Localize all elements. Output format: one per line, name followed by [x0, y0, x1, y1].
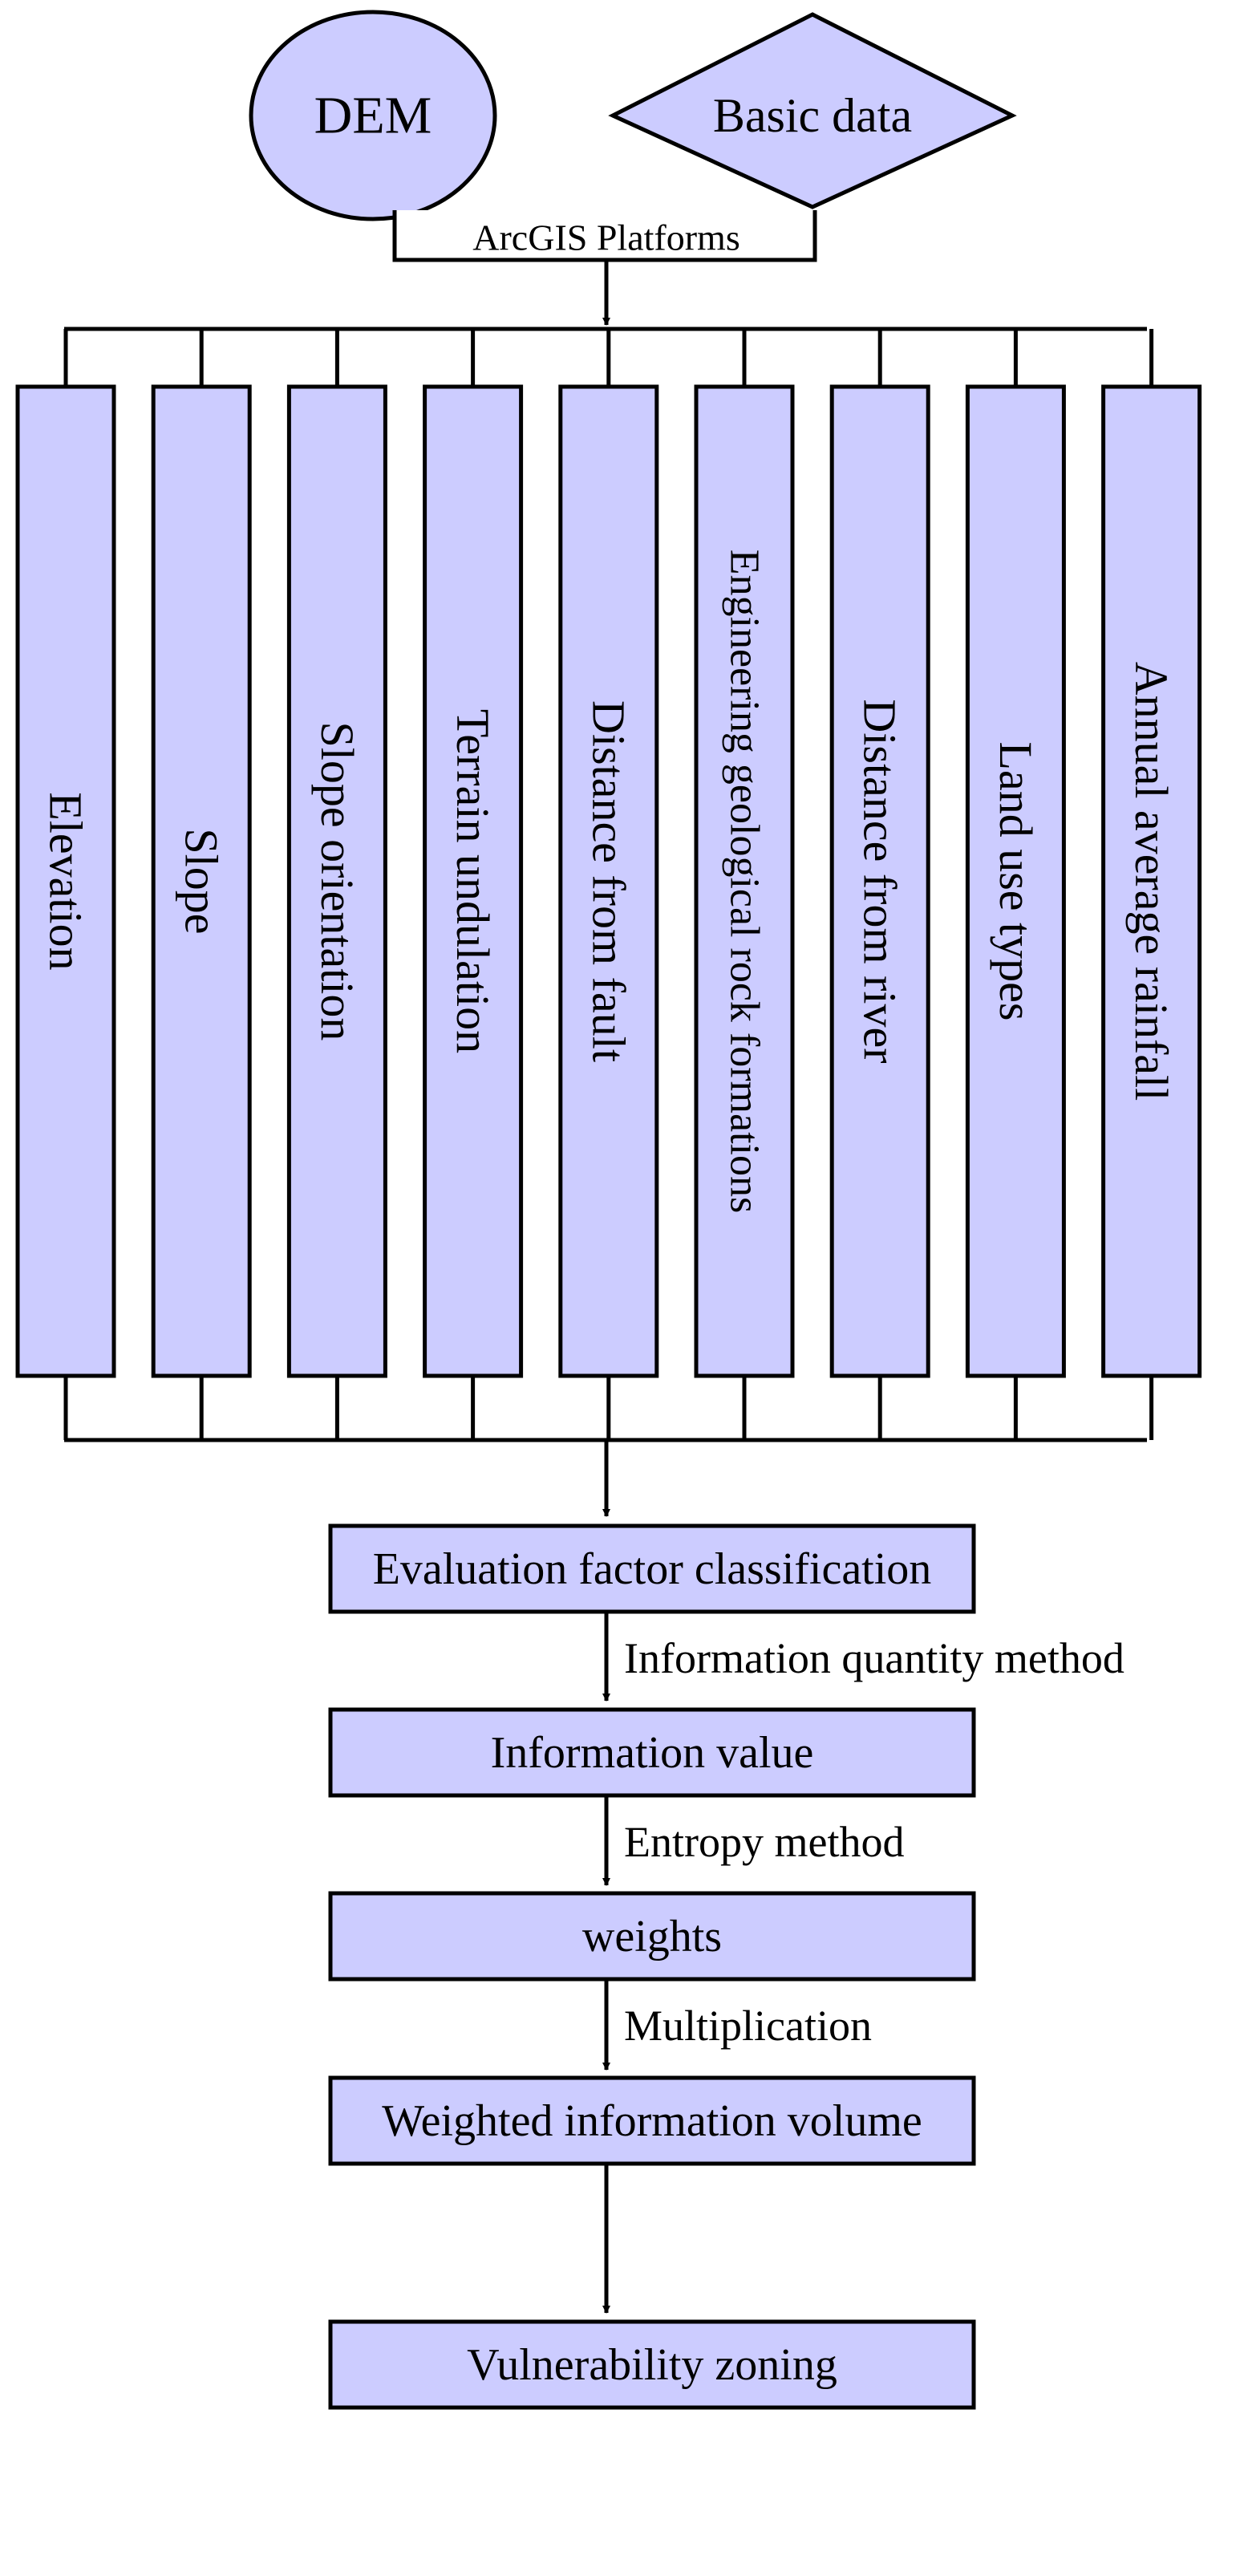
factor-box-engineering-geological-rock-formations — [694, 384, 795, 1378]
dem-node — [249, 10, 497, 221]
factor-label: Land use types — [990, 742, 1042, 1021]
factor-label: Slope — [176, 828, 228, 934]
method-label: Information quantity method — [624, 1634, 1124, 1682]
step-label: weights — [582, 1912, 722, 1961]
factor-box-land-use-types — [965, 384, 1066, 1378]
factor-columns: Elevation Slope Slope orientation Terrain u… — [15, 329, 1202, 1440]
platform-label: ArcGIS Platforms — [472, 217, 740, 258]
step-label: Weighted information volume — [382, 2096, 922, 2146]
basic-data-label: Basic data — [713, 89, 912, 142]
method-label: Multiplication — [624, 2002, 872, 2050]
factor-label: Distance from river — [854, 699, 906, 1063]
step-label: Information value — [491, 1728, 814, 1778]
step-label: Vulnerability zoning — [467, 2340, 837, 2390]
factor-box-slope-orientation — [286, 384, 387, 1378]
basic-data-node — [608, 12, 1017, 209]
factor-box-distance-from-fault — [558, 384, 659, 1378]
factor-label: Distance from fault — [582, 700, 634, 1062]
factor-box-distance-from-river — [829, 384, 930, 1378]
factor-label: Terrain undulation — [447, 709, 499, 1053]
step-weights — [328, 1891, 976, 1982]
factor-label: Engineering geological rock formations — [722, 550, 768, 1213]
step-evaluation-factor-classification — [328, 1523, 976, 1614]
factor-box-terrain-undulation — [423, 384, 524, 1378]
method-label: Entropy method — [624, 1818, 904, 1866]
step-information-value — [328, 1707, 976, 1798]
factor-box-annual-average-rainfall — [1101, 384, 1202, 1378]
step-vulnerability-zoning — [328, 2319, 976, 2410]
factor-box-slope — [151, 384, 252, 1378]
factor-box-elevation — [15, 384, 116, 1378]
factor-label: Slope orientation — [311, 722, 363, 1041]
step-label: Evaluation factor classification — [373, 1544, 932, 1594]
step-weighted-information-volume — [328, 2075, 976, 2166]
dem-label: DEM — [314, 87, 432, 145]
factor-label: Elevation — [40, 792, 92, 970]
factor-label: Annual average rainfall — [1125, 662, 1177, 1101]
